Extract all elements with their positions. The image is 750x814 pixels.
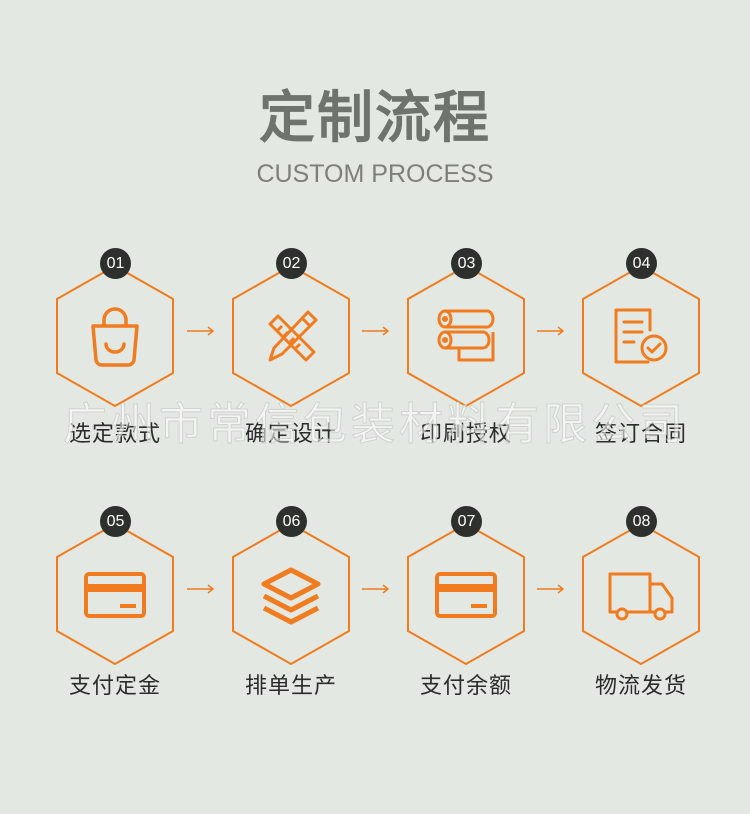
step-number-badge: 06: [276, 506, 307, 537]
step-7: 07 支付余额: [401, 506, 531, 760]
arrow-right-icon: [362, 584, 390, 594]
credit-card-icon: [435, 572, 497, 618]
step-label: 印刷授权: [419, 422, 512, 447]
step-number-badge: 08: [626, 506, 657, 537]
paper-rolls-icon: [437, 309, 495, 362]
step-label: 物流发货: [594, 674, 687, 699]
pencil-ruler-icon: [268, 310, 318, 362]
contract-check-icon: [614, 308, 668, 364]
step-number-badge: 07: [451, 506, 482, 537]
step-number-badge: 02: [276, 248, 307, 279]
page-subtitle: CUSTOM PROCESS: [256, 159, 494, 188]
hexagon-frame: [582, 522, 700, 666]
shopping-bag-icon: [91, 307, 139, 367]
step-label: 排单生产: [244, 674, 337, 699]
step-number-badge: 04: [626, 248, 657, 279]
hexagon-frame: [407, 522, 525, 666]
step-label: 确定设计: [244, 422, 337, 447]
step-label: 签订合同: [594, 422, 687, 447]
delivery-truck-icon: [608, 572, 674, 621]
step-8: 08 物流发货: [576, 506, 706, 760]
hexagon-frame: [232, 264, 350, 408]
hexagon-frame: [56, 522, 174, 666]
step-label: 选定款式: [68, 422, 161, 447]
arrow-right-icon: [187, 326, 215, 336]
arrow-right-icon: [537, 326, 565, 336]
step-label: 支付定金: [68, 674, 161, 699]
hexagon-frame: [407, 264, 525, 408]
step-number-badge: 05: [100, 506, 131, 537]
credit-card-icon: [84, 572, 146, 618]
step-4: 04 签订合同: [576, 248, 706, 502]
step-3: 03 印刷授权: [401, 248, 531, 502]
step-1: 01 选定款式: [50, 248, 180, 502]
arrow-right-icon: [187, 584, 215, 594]
step-6: 06 排单生产: [226, 506, 356, 760]
arrow-right-icon: [537, 584, 565, 594]
hexagon-frame: [56, 264, 174, 408]
step-5: 05 支付定金: [50, 506, 180, 760]
layers-icon: [261, 567, 321, 625]
step-label: 支付余额: [419, 674, 512, 699]
step-2: 02 确定设计: [226, 248, 356, 502]
arrow-right-icon: [362, 326, 390, 336]
header: 定制流程 CUSTOM PROCESS: [0, 88, 750, 189]
page-title: 定制流程: [259, 86, 491, 151]
step-number-badge: 01: [100, 248, 131, 279]
hexagon-frame: [582, 264, 700, 408]
step-number-badge: 03: [451, 248, 482, 279]
hexagon-frame: [232, 522, 350, 666]
